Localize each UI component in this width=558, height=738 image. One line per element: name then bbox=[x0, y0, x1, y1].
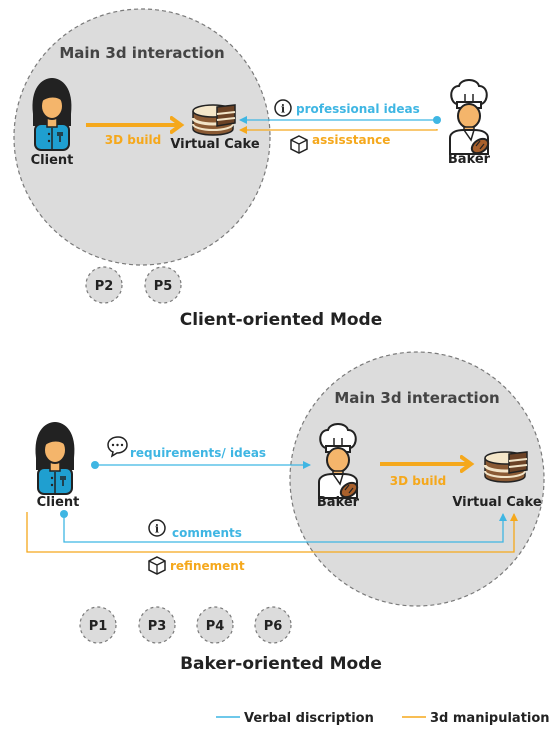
participant-badge: P3 bbox=[138, 606, 176, 644]
comments-label: comments bbox=[172, 526, 242, 540]
verbal-endpoint bbox=[91, 461, 99, 469]
svg-text:P5: P5 bbox=[154, 279, 173, 294]
svg-text:P1: P1 bbox=[89, 619, 108, 634]
svg-text:P4: P4 bbox=[206, 619, 225, 634]
build-label: 3D build bbox=[105, 133, 161, 147]
speech-bubble-icon bbox=[107, 436, 128, 458]
participant-badge: P1 bbox=[79, 606, 117, 644]
svg-text:P3: P3 bbox=[148, 619, 167, 634]
cake-label: Virtual Cake bbox=[170, 137, 260, 152]
main-interaction-zone bbox=[13, 8, 271, 266]
participant-badge: P5 bbox=[144, 266, 182, 304]
verbal-endpoint bbox=[60, 510, 68, 518]
requirements-label: requirements/ ideas bbox=[130, 446, 266, 460]
legend-manipulation-label: 3d manipulation bbox=[430, 711, 550, 726]
svg-text:i: i bbox=[155, 523, 159, 536]
info-icon: i bbox=[148, 519, 166, 537]
client-label: Client bbox=[31, 153, 74, 168]
cube-icon bbox=[148, 556, 166, 575]
legend: Verbal discription 3d manipulation bbox=[216, 711, 550, 726]
baker-avatar bbox=[449, 79, 492, 158]
assistance-label: assisstance bbox=[312, 133, 390, 147]
svg-text:P2: P2 bbox=[95, 279, 114, 294]
client-oriented-mode: Main 3d interaction Client 3D build Virt… bbox=[13, 8, 492, 330]
mode-title: Client-oriented Mode bbox=[180, 310, 383, 330]
svg-text:P6: P6 bbox=[264, 619, 283, 634]
mode-title: Baker-oriented Mode bbox=[180, 654, 382, 674]
participant-badge: P6 bbox=[254, 606, 292, 644]
assistance-arrow bbox=[239, 126, 438, 134]
client-avatar bbox=[31, 77, 73, 151]
verbal-endpoint bbox=[433, 116, 441, 124]
participant-badge: P2 bbox=[85, 266, 123, 304]
cake-icon bbox=[483, 450, 529, 484]
refinement-label: refinement bbox=[170, 559, 245, 573]
zone-title: Main 3d interaction bbox=[59, 44, 224, 62]
baker-label: Baker bbox=[448, 152, 491, 167]
cube-icon bbox=[290, 135, 308, 154]
cake-label: Virtual Cake bbox=[452, 495, 542, 510]
client-label: Client bbox=[37, 495, 80, 510]
client-avatar bbox=[34, 421, 76, 495]
zone-title: Main 3d interaction bbox=[334, 389, 499, 407]
baker-label: Baker bbox=[317, 495, 360, 510]
cake-icon bbox=[191, 103, 237, 137]
participant-badge: P4 bbox=[196, 606, 234, 644]
info-icon: i bbox=[274, 99, 292, 117]
legend-verbal-label: Verbal discription bbox=[244, 711, 374, 726]
professional-ideas-label: professional ideas bbox=[296, 102, 420, 116]
baker-oriented-mode: Main 3d interaction Client requirements/… bbox=[26, 351, 545, 674]
refinement-arrow bbox=[26, 512, 518, 553]
comments-arrow bbox=[63, 513, 507, 543]
build-label: 3D build bbox=[390, 474, 446, 488]
svg-text:i: i bbox=[281, 103, 285, 116]
